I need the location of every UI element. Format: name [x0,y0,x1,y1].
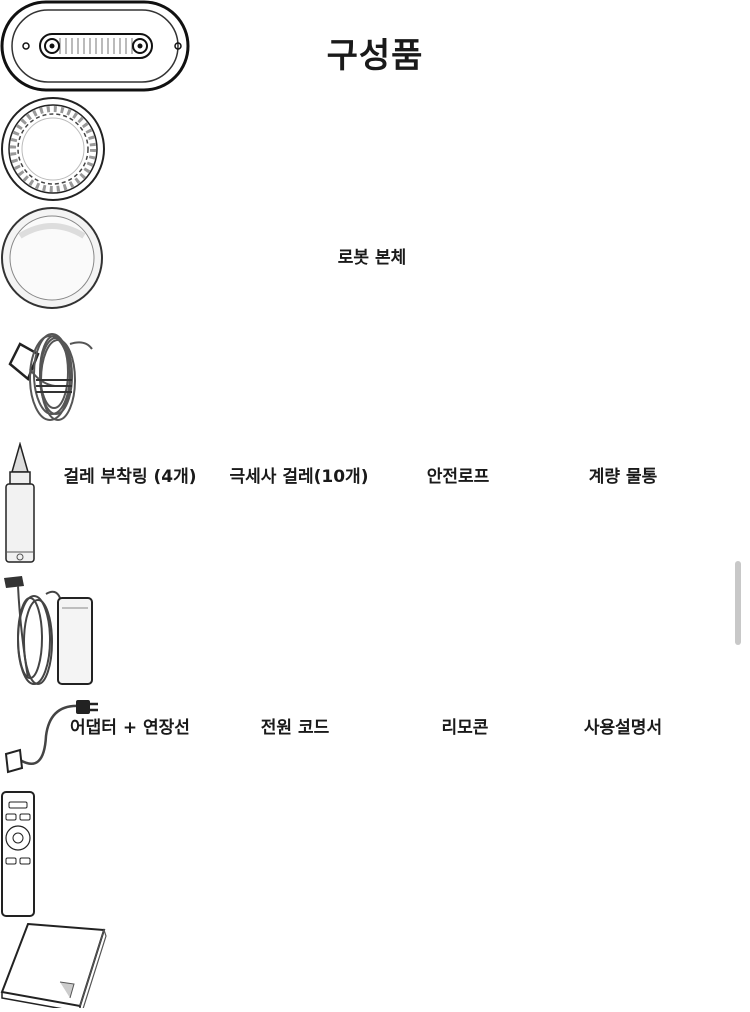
microfiber-mop-icon [1,207,103,309]
component-manual: 사용설명서 [0,718,750,1012]
scrollbar[interactable] [735,561,741,645]
manual-label: 사용설명서 [583,718,663,738]
adapter-icon [4,576,93,685]
robot-body-icon [0,0,190,92]
remote-icon [1,791,35,917]
mop-ring-label: 걸레 부착링 (4개) [63,467,197,487]
safety-rope-label: 안전로프 [426,467,490,487]
page-title: 구성품 [326,36,424,76]
power-cord-icon [4,700,98,774]
component-microfiber-mop: 극세사 걸레(10개) [0,206,750,487]
component-measuring-bottle: 계량 물통 [0,441,750,568]
measuring-bottle-icon [5,441,35,563]
microfiber-mop-label: 극세사 걸레(10개) [229,467,369,487]
component-adapter: 어댑터 + 연장선 [0,568,750,738]
component-safety-rope: 안전로프 [0,314,750,487]
measuring-bottle-label: 계량 물통 [588,467,658,487]
component-mop-ring: 걸레 부착링 (4개) [0,96,750,487]
mop-ring-icon [1,97,105,201]
manual-icon [0,922,107,1012]
safety-rope-icon [8,333,93,421]
component-power-cord: 전원 코드 [0,696,750,790]
component-robot: 로봇 본체 [0,0,750,268]
robot-label: 로봇 본체 [337,248,407,268]
power-cord-label: 전원 코드 [260,718,330,738]
adapter-label: 어댑터 + 연장선 [70,718,190,738]
remote-label: 리모콘 [441,718,489,738]
component-remote: 리모콘 [0,718,750,922]
